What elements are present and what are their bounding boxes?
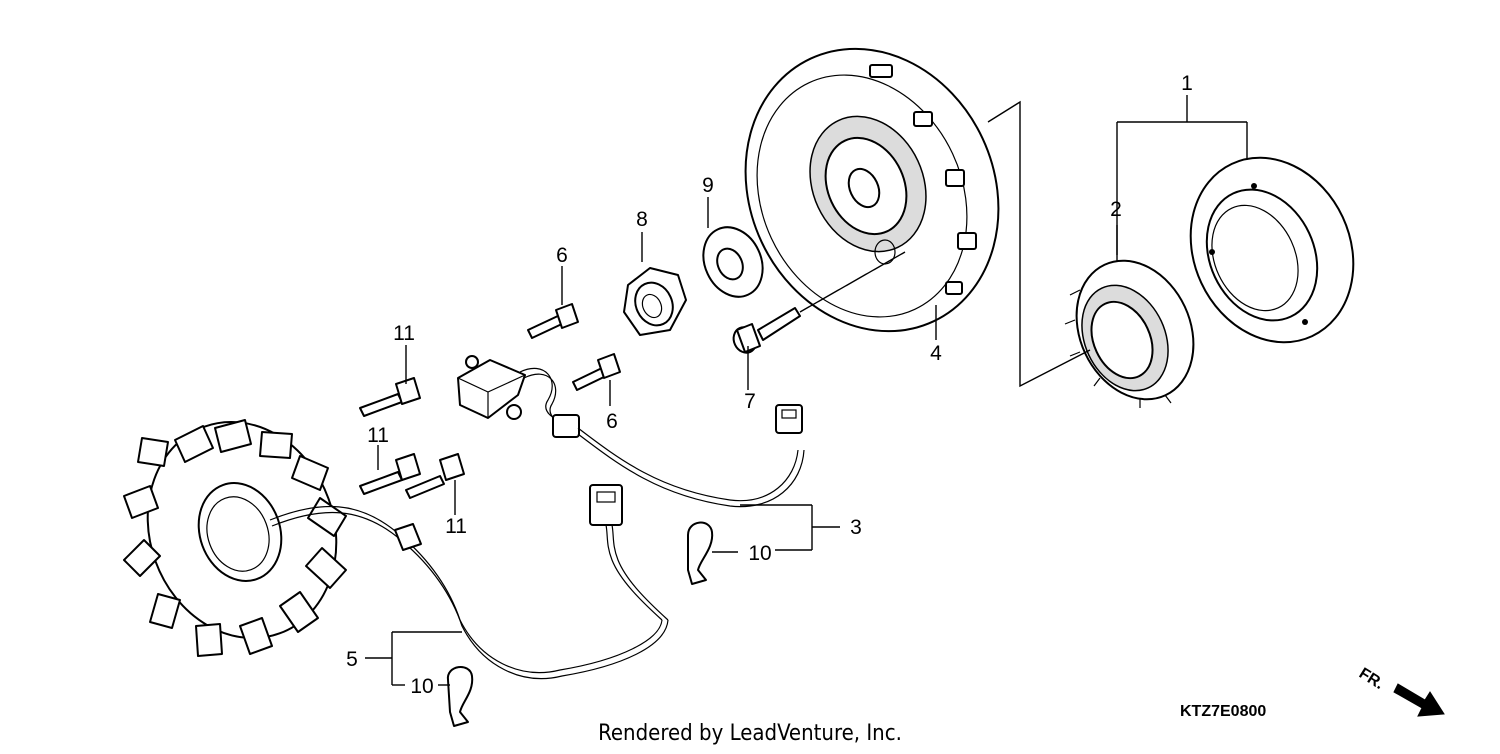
part-stator-bolt-c[interactable] <box>405 453 465 499</box>
callout-7: 7 <box>744 390 756 413</box>
callout-8: 8 <box>636 208 648 231</box>
leader-lines <box>365 95 1248 686</box>
part-flywheel[interactable] <box>700 7 1044 373</box>
part-bolt-lower[interactable] <box>572 353 621 391</box>
part-socket-bolt[interactable] <box>730 251 906 356</box>
callout-10-upper: 10 <box>748 542 771 565</box>
callout-10-lower: 10 <box>410 675 433 698</box>
footer-credit: Rendered by LeadVenture, Inc. <box>598 721 902 746</box>
part-stator-bolt-b[interactable] <box>359 453 421 495</box>
part-stator[interactable] <box>118 395 669 680</box>
part-starter-clutch-outer[interactable] <box>1161 131 1383 369</box>
part-one-way-clutch[interactable] <box>1055 242 1216 419</box>
callout-2: 2 <box>1110 198 1122 221</box>
callout-11-bottom: 11 <box>445 515 467 538</box>
part-stator-bolt-a[interactable] <box>359 377 421 417</box>
part-wire-clip-upper[interactable] <box>687 521 714 585</box>
front-direction-indicator: FR. <box>1356 665 1445 717</box>
callout-1: 1 <box>1181 72 1193 95</box>
callout-4: 4 <box>930 342 942 365</box>
part-pulser-generator[interactable] <box>457 355 805 508</box>
part-bolt-upper[interactable] <box>527 303 579 339</box>
callout-9: 9 <box>702 174 714 197</box>
callout-5: 5 <box>346 648 358 671</box>
callout-3: 3 <box>850 516 862 539</box>
front-arrow-icon <box>1393 683 1445 717</box>
part-washer[interactable] <box>692 218 773 307</box>
part-wire-clip-lower[interactable] <box>446 666 474 727</box>
diagram-code: KTZ7E0800 <box>1180 703 1266 720</box>
callout-6-upper: 6 <box>556 244 568 267</box>
part-flange-nut[interactable] <box>623 267 687 336</box>
callout-11-middle: 11 <box>367 424 389 447</box>
callout-6-lower: 6 <box>606 410 618 433</box>
front-label: FR. <box>1356 665 1387 693</box>
callout-11-top: 11 <box>393 322 415 345</box>
